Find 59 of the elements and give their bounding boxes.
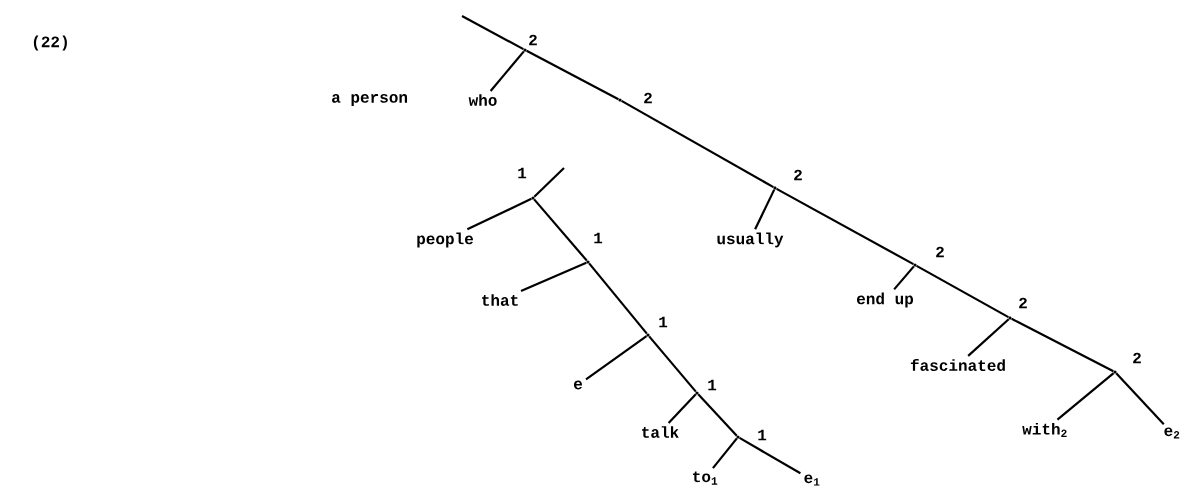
branch-point [736, 435, 740, 439]
branch-line [712, 437, 738, 469]
branch-line [697, 393, 738, 437]
index-number: 2 [1019, 297, 1027, 309]
branch-point [523, 48, 527, 52]
branch-line [489, 50, 525, 92]
branch-point [1008, 316, 1012, 320]
branch-line [776, 187, 914, 266]
index-number: 1 [659, 316, 668, 328]
word: with$_{2}$ [1022, 422, 1067, 438]
branch-point [1113, 370, 1117, 374]
word: that [482, 294, 518, 306]
branch-line [754, 189, 776, 230]
branch-point [618, 98, 622, 102]
word: end up [857, 292, 914, 308]
branch-point [773, 186, 777, 190]
index-number: 2 [794, 169, 802, 181]
word: fascinated [910, 359, 1005, 371]
branch-line [533, 167, 565, 198]
word: e$_{1}$ [804, 474, 820, 486]
branch-line [648, 335, 697, 393]
index-number: 1 [518, 167, 527, 179]
word: e [574, 380, 582, 390]
index-number: 1 [594, 232, 603, 244]
branch-line [526, 49, 619, 101]
label-text: a person [332, 94, 408, 106]
word: people [417, 232, 473, 248]
branch-line [667, 393, 697, 424]
branch-point [913, 263, 917, 267]
branch-point [586, 260, 590, 264]
index-number: 2 [529, 34, 537, 46]
branch-point [646, 333, 650, 337]
branch-line [893, 265, 915, 291]
branch-line [967, 318, 1010, 357]
word: e$_{2}$ [1164, 427, 1180, 439]
branch-line [588, 262, 648, 335]
word: who [468, 94, 497, 106]
branch-line [916, 264, 1009, 319]
word: usually [717, 232, 784, 248]
index-number: 1 [708, 379, 717, 391]
branch-line [739, 436, 801, 475]
branch-point [531, 196, 535, 200]
word: talk [642, 426, 679, 438]
index-number: 1 [758, 429, 767, 441]
branch-point [695, 391, 699, 395]
branch-line [533, 198, 588, 262]
label-text: (22) [33, 35, 67, 51]
branch-line [461, 15, 524, 51]
branch-line [585, 335, 648, 381]
branch-line [1011, 317, 1114, 373]
branch-line [520, 261, 587, 292]
word: to$_{1}$ [693, 471, 718, 485]
index-number: 2 [644, 92, 652, 104]
branch-line [466, 197, 532, 231]
branch-line [1115, 372, 1165, 425]
branch-line [1056, 372, 1115, 421]
index-number: 2 [936, 246, 944, 258]
index-number: 2 [1133, 352, 1141, 364]
branch-line [621, 99, 774, 189]
